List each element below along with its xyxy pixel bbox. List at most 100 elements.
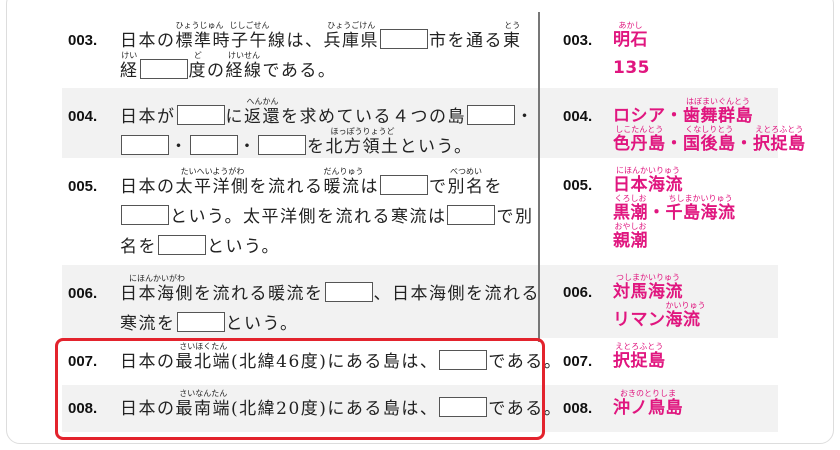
furigana: たいへいようがわ xyxy=(180,167,245,176)
ruby-word: くなしりとう国後島 xyxy=(683,125,736,154)
text-segment: ・ xyxy=(170,137,189,157)
furigana: はぼまいぐんとう xyxy=(686,97,750,106)
furigana: にほんかいがわ xyxy=(129,274,185,283)
answer-number: 008. xyxy=(563,400,593,417)
answer-text: おきのとりしま沖ノ鳥島 xyxy=(613,389,778,422)
answer-blank-box[interactable] xyxy=(176,312,225,332)
question-cell: 005.日本のたいへいようがわ太平洋側を流れるだんりゅう暖流はでべつめい別名をと… xyxy=(62,158,538,265)
ruby-word: へんかん返還 xyxy=(244,97,281,127)
text-segment: という。太平洋側を流れる寒流は xyxy=(170,207,447,227)
answer-blank-box[interactable] xyxy=(258,135,306,155)
answer-cell: 008. おきのとりしま沖ノ鳥島 xyxy=(538,385,778,432)
question-text: 日本がにへんかん返還を求めている４つの島・・・をほっぽうりょうど北方領土という。 xyxy=(120,97,538,162)
question-cell: 004.日本がにへんかん返還を求めている４つの島・・・をほっぽうりょうど北方領土… xyxy=(62,88,538,158)
ruby-word: だんりゅう暖流 xyxy=(323,167,364,197)
question-number: 004. xyxy=(68,108,98,125)
answer-blank-box[interactable] xyxy=(158,235,206,255)
answer-blank-box[interactable] xyxy=(467,105,515,125)
text-segment: である。 xyxy=(262,61,337,81)
answer-blank-box[interactable] xyxy=(189,135,238,155)
text-segment: 寒流を xyxy=(120,314,176,334)
ruby-word: とう東 xyxy=(503,21,522,51)
answer-cell: 006.つしまかいりゅう対馬海流リマンかいりゅう海流 xyxy=(538,265,778,338)
ruby-word: ひょうじゅん標準 xyxy=(175,21,224,51)
question-row: 007. 日本のさいほくたん最北端(北緯46度)にある島は、である。007. えとろ… xyxy=(62,338,778,385)
question-number: 008. xyxy=(68,400,98,417)
answer-blank-box[interactable] xyxy=(176,105,225,125)
text-segment: という。 xyxy=(399,137,473,157)
text-segment: で xyxy=(429,177,448,197)
furigana: ひょうごけん xyxy=(327,21,376,30)
question-cell: 008. 日本のさいなんたん最南端(北緯20度)にある島は、である。 xyxy=(62,385,561,432)
ruby-word: はぼまいぐんとう歯舞群島 xyxy=(683,97,753,126)
text-segment: という。 xyxy=(207,237,280,257)
question-text: 日本のさいほくたん最北端(北緯46度)にある島は、である。 xyxy=(120,342,561,377)
answer-text: ロシア・はぼまいぐんとう歯舞群島しこたんとう色丹島・くなしりとう国後島・えとろふ… xyxy=(613,97,805,158)
furigana: へんかん xyxy=(246,97,279,106)
answer-blank-box[interactable] xyxy=(324,282,373,302)
furigana: とう xyxy=(504,21,521,30)
furigana: べつめい xyxy=(450,167,482,176)
furigana: おやしお xyxy=(614,222,647,231)
text-segment: 日本の xyxy=(120,177,176,197)
text-segment: を流れる暖流を xyxy=(194,284,324,304)
answer-blank-box[interactable] xyxy=(439,397,488,417)
answer-blank-box[interactable] xyxy=(121,205,169,225)
answer-text: つしまかいりゅう対馬海流リマンかいりゅう海流 xyxy=(613,273,778,334)
question-cell: 006.にほんかいがわ日本海側を流れる暖流を、日本海側を流れる寒流をという。 xyxy=(62,265,539,339)
ruby-word: くろしお黒潮 xyxy=(613,194,648,223)
text-segment: リマン xyxy=(613,310,666,330)
answer-blank-box[interactable] xyxy=(380,29,428,49)
text-segment: 日本が xyxy=(120,107,176,127)
text-segment: を流れる xyxy=(249,177,324,197)
furigana: えとろふとう xyxy=(755,125,804,134)
text-segment: 名を xyxy=(120,237,157,257)
question-number: 007. xyxy=(68,353,98,370)
answer-blank-box[interactable] xyxy=(439,350,488,370)
column-divider xyxy=(538,12,540,342)
ruby-word: つしまかいりゅう対馬海流 xyxy=(613,273,683,302)
ruby-word: あかし明石 xyxy=(613,21,648,50)
text-segment: ・ xyxy=(665,134,683,154)
furigana: だんりゅう xyxy=(323,167,364,176)
text-segment: 日本の xyxy=(120,31,176,51)
furigana: ほっぽうりょうど xyxy=(330,127,395,136)
answer-line: おきのとりしま沖ノ鳥島 xyxy=(613,389,778,422)
question-row: 008.日本のさいなんたん最南端(北緯20度)にある島は、である。008.おきの… xyxy=(62,385,778,432)
answer-number: 005. xyxy=(563,177,593,194)
ruby-word: べつめい別名 xyxy=(447,167,485,197)
answer-blank-box[interactable] xyxy=(447,205,496,225)
answer-cell: 004.ロシア・はぼまいぐんとう歯舞群島しこたんとう色丹島・くなしりとう国後島・… xyxy=(538,88,805,158)
answer-blank-box[interactable] xyxy=(380,175,428,195)
ruby-word: ひょうごけん兵庫県 xyxy=(323,21,379,51)
text-segment: (北緯46度)にある島は、 xyxy=(231,352,439,372)
question-text: 日本のさいなんたん最南端(北緯20度)にある島は、である。 xyxy=(120,389,561,424)
text-segment: 日本の xyxy=(120,352,176,372)
ruby-word: ちしまかいりゅう千島海流 xyxy=(665,194,736,223)
text-segment: を求めている４つの島 xyxy=(281,107,466,127)
ruby-word: おやしお親潮 xyxy=(613,222,648,251)
answer-blank-box[interactable] xyxy=(139,59,188,79)
question-text: にほんかいがわ日本海側を流れる暖流を、日本海側を流れる寒流をという。 xyxy=(120,274,539,339)
question-line: 日本のひょうじゅん標準じしごせん時子午線は、ひょうごけん兵庫県市を通るとう東 xyxy=(120,21,538,56)
furigana: ひょうじゅん xyxy=(175,21,224,30)
answer-line: おやしお親潮 xyxy=(613,222,778,255)
ruby-word: たいへいようがわ太平洋側 xyxy=(175,167,250,197)
question-row: 005.日本のたいへいようがわ太平洋側を流れるだんりゅう暖流はでべつめい別名をと… xyxy=(62,158,778,265)
question-line: 日本のたいへいようがわ太平洋側を流れるだんりゅう暖流はでべつめい別名を xyxy=(120,167,538,202)
ruby-word: けいせん経線 xyxy=(225,51,263,81)
answer-number: 003. xyxy=(563,32,593,49)
ruby-word: にほんかいりゅう日本海流 xyxy=(613,166,683,195)
ruby-word: しこたんとう色丹島 xyxy=(613,125,666,154)
text-segment: という。 xyxy=(225,314,299,334)
ruby-word: えとろふとう択捉島 xyxy=(613,342,666,371)
text-segment: ・ xyxy=(516,107,535,127)
question-cell: 007. 日本のさいほくたん最北端(北緯46度)にある島は、である。 xyxy=(62,338,561,385)
question-text: 日本のたいへいようがわ太平洋側を流れるだんりゅう暖流はでべつめい別名をという。太… xyxy=(120,167,538,262)
answer-blank-box[interactable] xyxy=(121,135,169,155)
furigana: しこたんとう xyxy=(615,125,664,134)
furigana: さいほくたん xyxy=(179,342,228,351)
question-line: けい経ど度のけいせん経線である。 xyxy=(120,51,538,86)
text-segment: は xyxy=(360,177,379,197)
